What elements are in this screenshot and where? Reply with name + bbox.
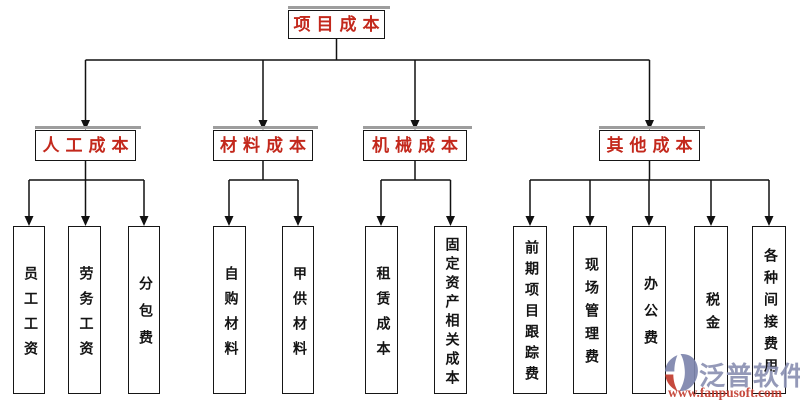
category-label: 材料成本 xyxy=(220,136,312,155)
leaf-rental-cost: 租赁成本 xyxy=(365,226,398,394)
leaf-tax: 税金 xyxy=(694,226,728,394)
leaf-label: 员工工资 xyxy=(22,265,37,366)
leaf-fixed-asset-related-cost: 固定资产相关成本 xyxy=(434,226,467,394)
leaf-label: 自购材料 xyxy=(222,265,238,366)
leaf-self-purchased-materials: 自购材料 xyxy=(213,226,246,394)
leaf-label: 税金 xyxy=(704,291,719,338)
leaf-office-fee: 办公费 xyxy=(632,226,666,394)
category-label: 人工成本 xyxy=(42,136,135,155)
leaf-label: 各种间接费用 xyxy=(762,248,777,380)
leaf-label: 甲供材料 xyxy=(291,265,306,366)
root-project-cost: 项目成本 xyxy=(288,6,390,39)
leaf-misc-indirect-expenses: 各种间接费用 xyxy=(752,226,786,394)
category-label: 机械成本 xyxy=(372,136,464,155)
leaf-preliminary-project-tracking-fee: 前期项目跟踪费 xyxy=(513,226,547,394)
leaf-label: 劳务工资 xyxy=(77,265,93,366)
category-material-cost: 材料成本 xyxy=(213,126,318,161)
root-label: 项目成本 xyxy=(293,15,386,34)
leaf-label: 前期项目跟踪费 xyxy=(523,240,538,387)
category-machinery-cost: 机械成本 xyxy=(363,126,472,161)
leaf-subcontract-fee: 分包费 xyxy=(128,226,160,394)
leaf-label: 固定资产相关成本 xyxy=(443,236,459,389)
leaf-owner-supplied-materials: 甲供材料 xyxy=(282,226,314,394)
leaf-employee-wages: 员工工资 xyxy=(13,226,45,394)
leaf-label: 办公费 xyxy=(642,276,657,357)
leaf-site-management-fee: 现场管理费 xyxy=(573,226,607,394)
category-label: 其他成本 xyxy=(606,136,699,155)
leaf-label: 租赁成本 xyxy=(374,265,390,366)
category-other-cost: 其他成本 xyxy=(599,126,705,161)
leaf-labor-service-wages: 劳务工资 xyxy=(68,226,101,394)
category-labor-cost: 人工成本 xyxy=(35,126,141,161)
leaf-label: 分包费 xyxy=(137,276,152,357)
leaf-label: 现场管理费 xyxy=(583,257,598,372)
